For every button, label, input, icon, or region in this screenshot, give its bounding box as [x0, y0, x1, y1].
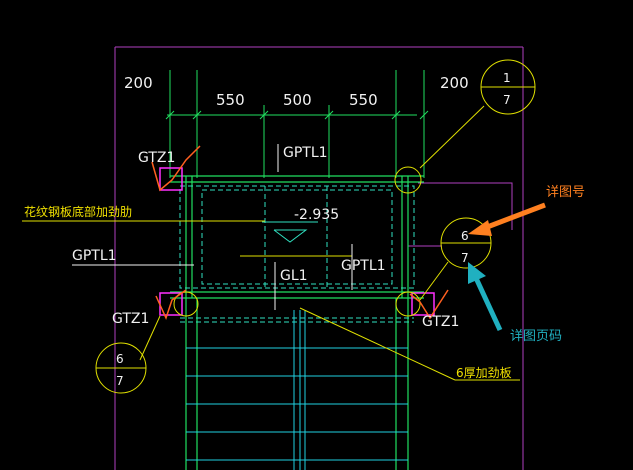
platform-frame: [170, 175, 424, 470]
callout-bottom-left: 6 7: [95, 342, 147, 394]
label-gptl1-top: GPTL1: [283, 145, 328, 161]
column-leaders: [151, 145, 449, 321]
annotation-detail-page: 详图页码: [510, 329, 562, 344]
callout-mid-right-num: 6: [461, 229, 469, 243]
callout-mid-right: 6 7: [440, 217, 492, 269]
dim-right-offset: 200: [440, 74, 469, 92]
callout-top-right-num: 1: [503, 71, 511, 85]
elevation-marker: [262, 221, 318, 243]
label-gtz1-top-left: GTZ1: [138, 150, 175, 166]
stair-flight: [186, 310, 408, 470]
callout-top-right-page: 7: [503, 93, 511, 107]
dimension-lines: [165, 70, 429, 178]
outer-boundary: [114, 46, 524, 470]
label-gl1: GL1: [280, 268, 308, 284]
callout-top-right: 1 7: [480, 59, 536, 115]
dim-seg-2: 500: [283, 91, 312, 109]
callout-bottom-left-page: 7: [116, 374, 124, 388]
label-gtz1-bottom-left: GTZ1: [112, 311, 149, 327]
label-gptl1-left: GPTL1: [72, 248, 117, 264]
dim-seg-1: 550: [216, 91, 245, 109]
leader-lines: [22, 105, 520, 381]
annotation-detail-no: 详图号: [546, 185, 585, 200]
dashed-stiffeners: [179, 185, 415, 323]
annotation-arrow-orange: [468, 202, 546, 236]
elevation-label: -2.935: [294, 207, 339, 223]
column-circles: [173, 166, 422, 317]
label-gptl1-right: GPTL1: [341, 258, 386, 274]
callout-mid-right-page: 7: [461, 251, 469, 265]
dim-seg-3: 550: [349, 91, 378, 109]
callout-bottom-left-num: 6: [116, 352, 124, 366]
label-checker-plate-note: 花纹钢板底部加劲肋: [24, 204, 132, 219]
label-stiffener-note: 6厚加劲板: [456, 366, 512, 380]
column-markers: [159, 167, 435, 316]
label-gtz1-bottom-right: GTZ1: [422, 314, 459, 330]
dim-left-offset: 200: [124, 74, 153, 92]
annotation-arrow-teal: [468, 262, 503, 332]
